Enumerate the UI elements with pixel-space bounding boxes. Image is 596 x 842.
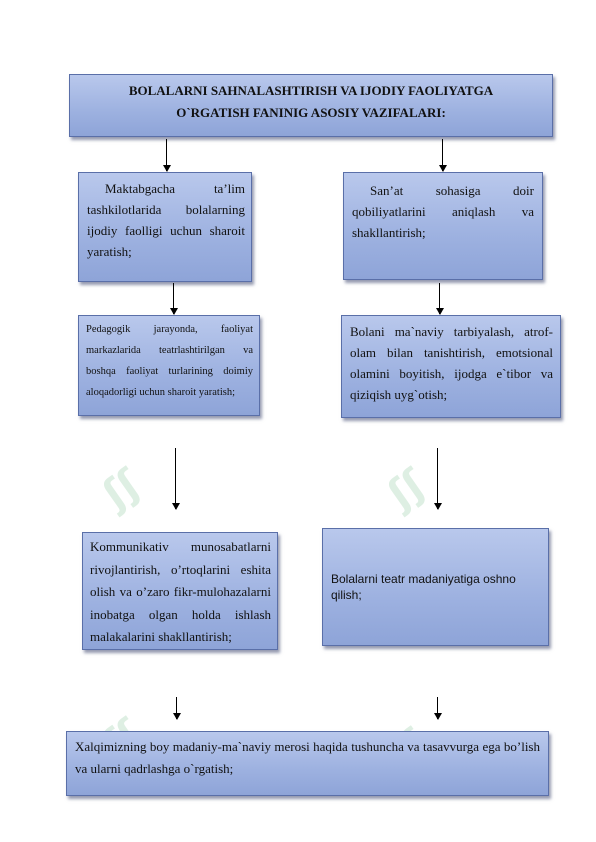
arrow-title-to-left (162, 139, 171, 172)
arrow-right-2-to-right-3 (433, 448, 442, 510)
diagram-title-line2: O`RGATISH FANINIG ASOSIY VAZIFALARI: (176, 105, 446, 120)
task-box-bottom: Xalqimizning boy madaniy-ma`naviy merosi… (66, 731, 549, 796)
task-box-left-1: Maktabgacha ta’lim tashkilotlarida bolal… (78, 172, 252, 282)
task-box-right-1: San’at sohasiga doir qobiliyatlarini ani… (343, 172, 543, 280)
watermark-mark: ʃʃ (95, 460, 149, 518)
arrow-right-3-to-bottom (433, 697, 442, 720)
arrow-right-1-to-right-2 (435, 283, 444, 315)
watermark-mark: ʃʃ (380, 460, 434, 518)
task-box-left-2: Pedagogik jarayonda, faoliyat markazlari… (78, 315, 260, 416)
task-box-left-3: Kommunikativ munosabatlarni rivojlantiri… (82, 532, 278, 650)
arrow-title-to-right (438, 139, 447, 172)
task-box-right-2: Bolani ma`naviy tarbiyalash, atrof-olam … (341, 315, 561, 418)
task-box-right-3: Bolalarni teatr madaniyatiga oshno qilis… (322, 528, 549, 646)
diagram-title-box: BOLALARNI SAHNALASHTIRISH VA IJODIY FAOL… (69, 74, 553, 137)
diagram-title-line1: BOLALARNI SAHNALASHTIRISH VA IJODIY FAOL… (128, 83, 494, 98)
arrow-left-1-to-left-2 (169, 283, 178, 315)
arrow-left-2-to-left-3 (171, 448, 180, 510)
arrow-left-3-to-bottom (172, 697, 181, 720)
